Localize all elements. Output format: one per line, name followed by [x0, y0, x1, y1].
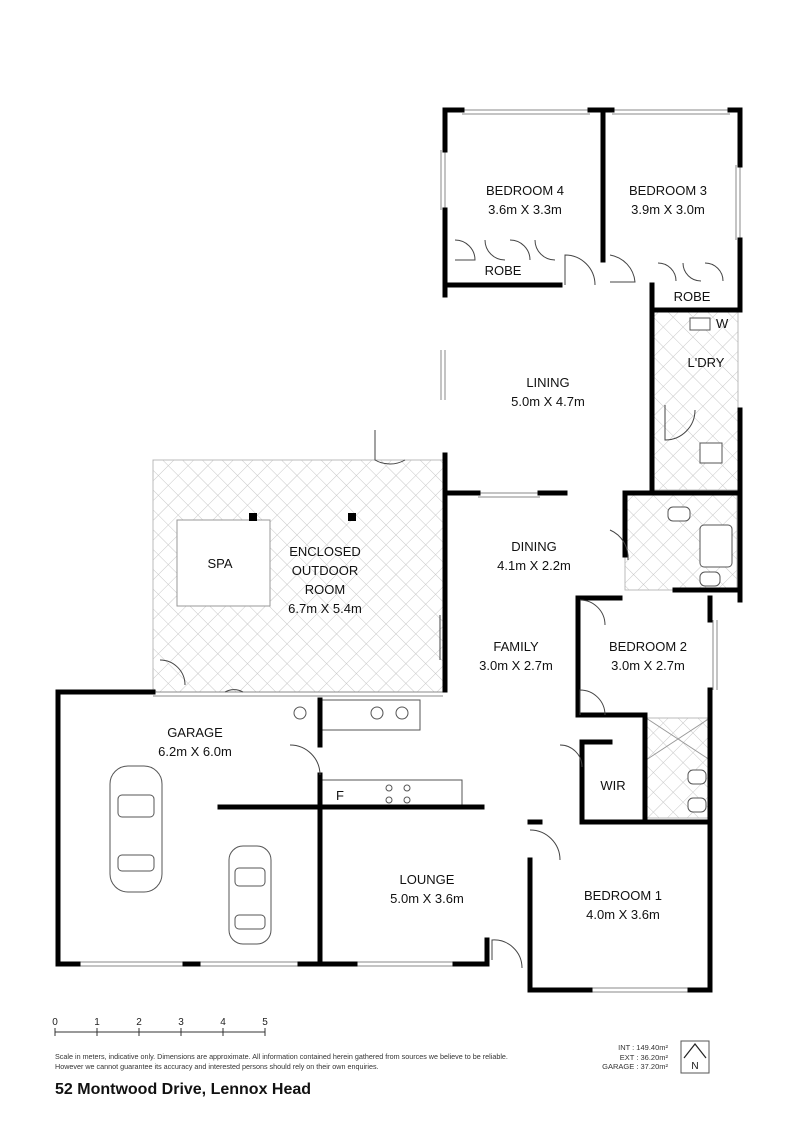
compass-letter: N [691, 1061, 698, 1072]
bedroom-4-name: BEDROOM 4 [486, 183, 564, 198]
robe-4-label: ROBE [485, 263, 522, 278]
scale-label-2: 2 [136, 1017, 142, 1028]
scale-label-0: 0 [52, 1017, 58, 1028]
scale-label-4: 4 [220, 1017, 226, 1028]
property-address: 52 Montwood Drive, Lennox Head [55, 1081, 312, 1098]
scale-label-3: 3 [178, 1017, 184, 1028]
north-arrow-icon: N [680, 1040, 710, 1074]
area-internal: INT : 149.40m² [618, 1043, 668, 1052]
dining-name: DINING [511, 539, 557, 554]
lounge-name: LOUNGE [400, 872, 455, 887]
outdoor-line-1: ENCLOSED [289, 544, 361, 559]
scale-label-5: 5 [262, 1017, 268, 1028]
area-external: EXT : 36.20m² [619, 1052, 668, 1062]
wet-area-tiles [624, 311, 739, 819]
wir-label: WIR [600, 778, 625, 793]
doors [159, 239, 724, 969]
outdoor-line-3: ROOM [305, 582, 345, 597]
scale-label-1: 1 [94, 1017, 100, 1028]
floor-plan: BEDROOM 4 3.6m X 3.3m BEDROOM 3 3.9m X 3… [52, 107, 743, 1036]
garage-name: GARAGE [167, 725, 223, 740]
washer-label: W [716, 316, 729, 331]
disclaimer-text: Scale in meters, indicative only. Dimens… [55, 1052, 508, 1071]
family-name: FAMILY [493, 639, 539, 654]
bedroom-4-dims: 3.6m X 3.3m [488, 202, 562, 217]
dining-dims: 4.1m X 2.2m [497, 558, 571, 573]
outdoor-dims: 6.7m X 5.4m [288, 601, 362, 616]
fridge-label: F [336, 788, 344, 803]
laundry-label: L'DRY [688, 355, 725, 370]
lounge-dims: 5.0m X 3.6m [390, 891, 464, 906]
bedroom-3-name: BEDROOM 3 [629, 183, 707, 198]
outdoor-room-tiles [152, 459, 446, 693]
bedroom-2-name: BEDROOM 2 [609, 639, 687, 654]
walls [55, 107, 743, 993]
scale-bar: 0 1 2 3 4 5 [52, 1017, 268, 1036]
bedroom-2-dims: 3.0m X 2.7m [611, 658, 685, 673]
outdoor-line-2: OUTDOOR [292, 563, 358, 578]
area-summary: INT : 149.40m² EXT : 36.20m² GARAGE : 37… [580, 1043, 668, 1072]
bedroom-1-name: BEDROOM 1 [584, 888, 662, 903]
robe-3-label: ROBE [674, 289, 711, 304]
family-dims: 3.0m X 2.7m [479, 658, 553, 673]
car-icon [109, 765, 272, 945]
windows [78, 109, 741, 993]
area-garage: GARAGE : 37.20m² [602, 1062, 668, 1071]
spa-label: SPA [207, 556, 232, 571]
living-dims: 5.0m X 4.7m [511, 394, 585, 409]
living-name: LINING [526, 375, 569, 390]
bedroom-3-dims: 3.9m X 3.0m [631, 202, 705, 217]
garage-dims: 6.2m X 6.0m [158, 744, 232, 759]
bedroom-1-dims: 4.0m X 3.6m [586, 907, 660, 922]
